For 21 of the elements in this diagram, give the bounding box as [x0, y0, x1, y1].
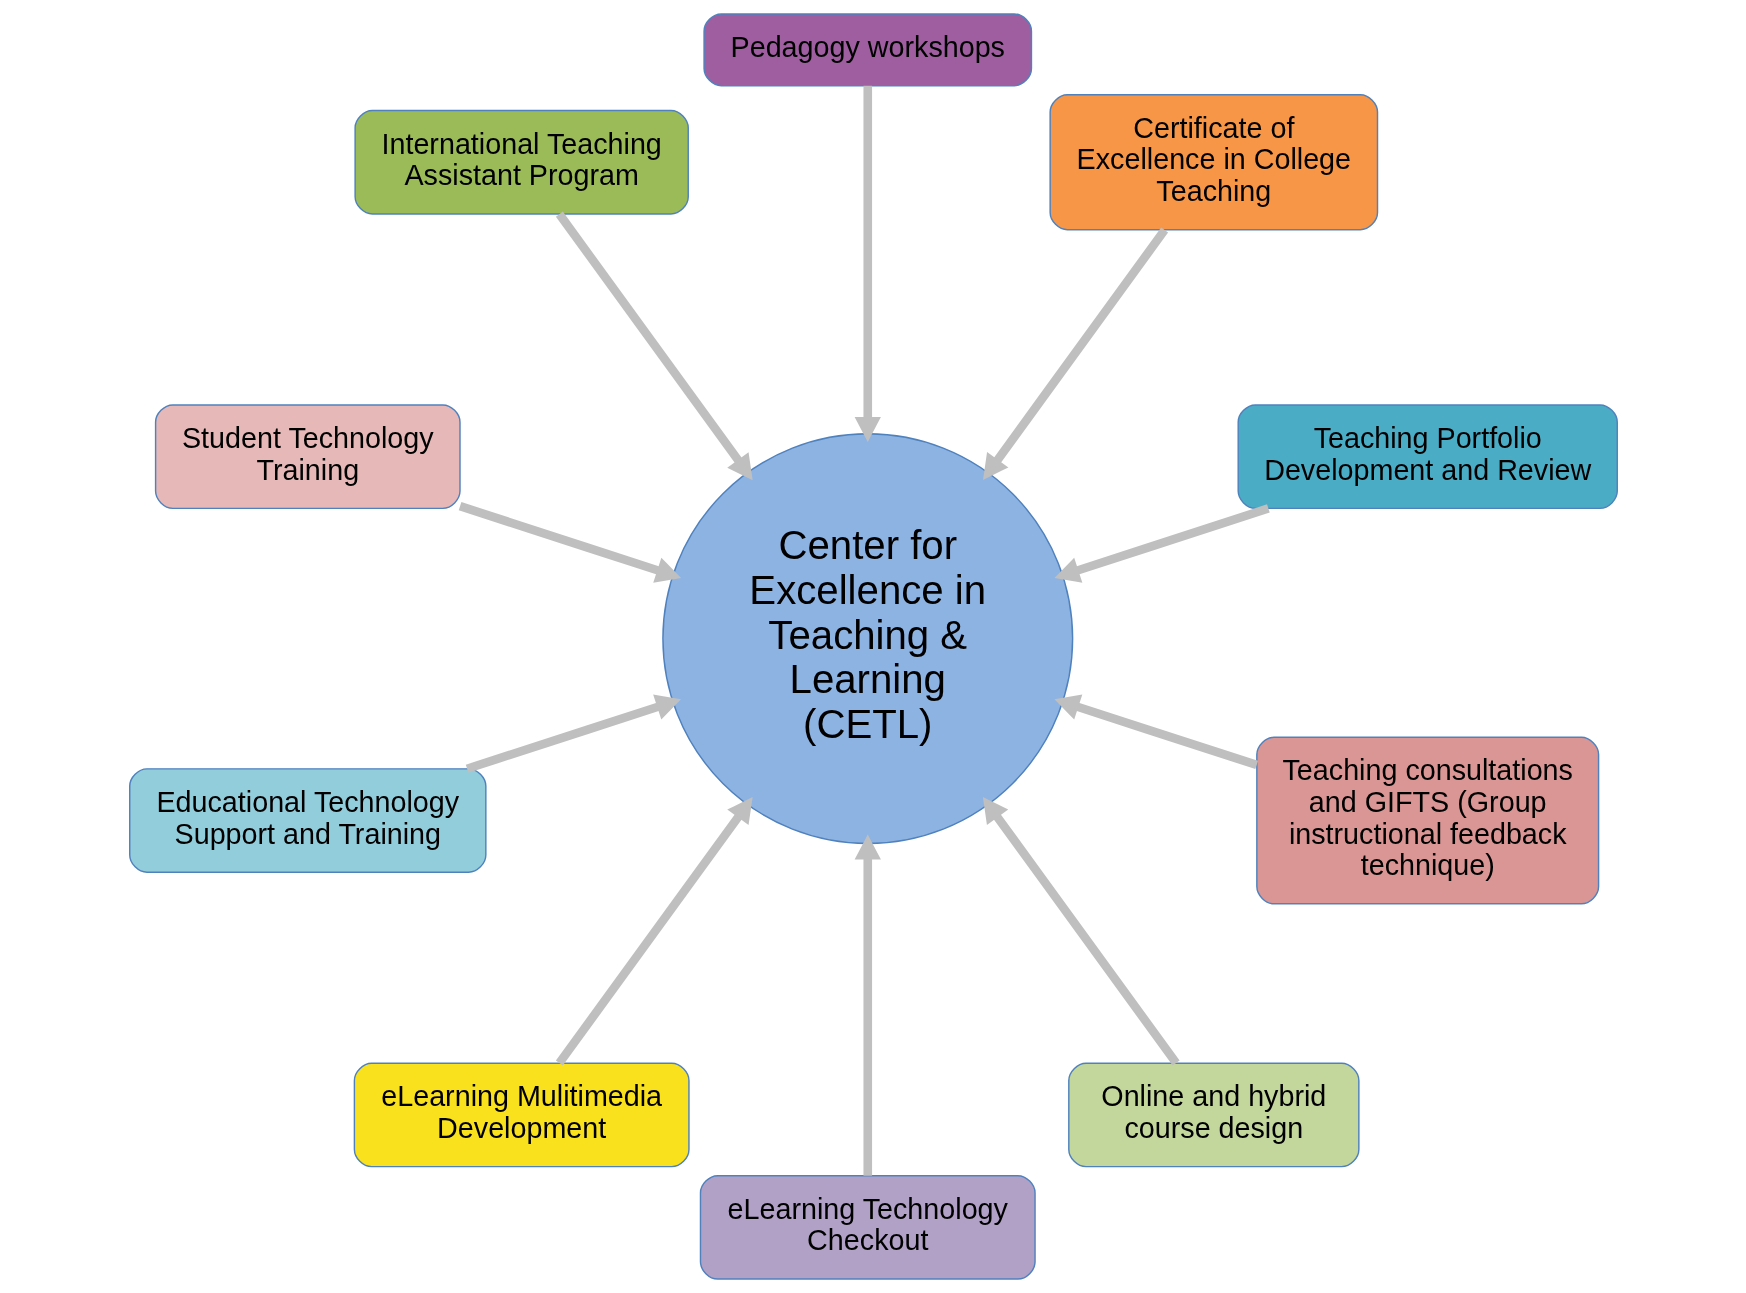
arrow — [982, 227, 1168, 480]
node-box: Student Technology Training — [154, 404, 461, 510]
node-box: Online and hybrid course design — [1067, 1062, 1360, 1168]
arrow — [1053, 694, 1258, 770]
arrow — [458, 502, 681, 583]
arrow — [555, 211, 753, 481]
arrow — [1053, 504, 1270, 583]
arrow — [982, 797, 1180, 1066]
arrow — [465, 694, 681, 773]
node-box: Teaching consultations and GIFTS (Group instructional feedback technique) — [1255, 736, 1599, 905]
node-box: Teaching Portfolio Development and Review — [1236, 404, 1618, 510]
node-box: eLearning Mulitimedia Development — [353, 1062, 690, 1168]
node-box: eLearning Technology Checkout — [699, 1175, 1036, 1280]
arrow — [555, 797, 753, 1066]
node-circle: Center for Excellence in Teaching & Learning (CETL) — [661, 433, 1073, 845]
arrow — [854, 834, 881, 1176]
arrow — [854, 85, 881, 443]
node-box: International Teaching Assistant Program — [353, 109, 689, 215]
node-box: Certificate of Excellence in College Teaching — [1048, 94, 1378, 231]
node-box: Pedagogy workshops — [702, 13, 1032, 87]
node-box: Educational Technology Support and Training — [128, 768, 487, 873]
